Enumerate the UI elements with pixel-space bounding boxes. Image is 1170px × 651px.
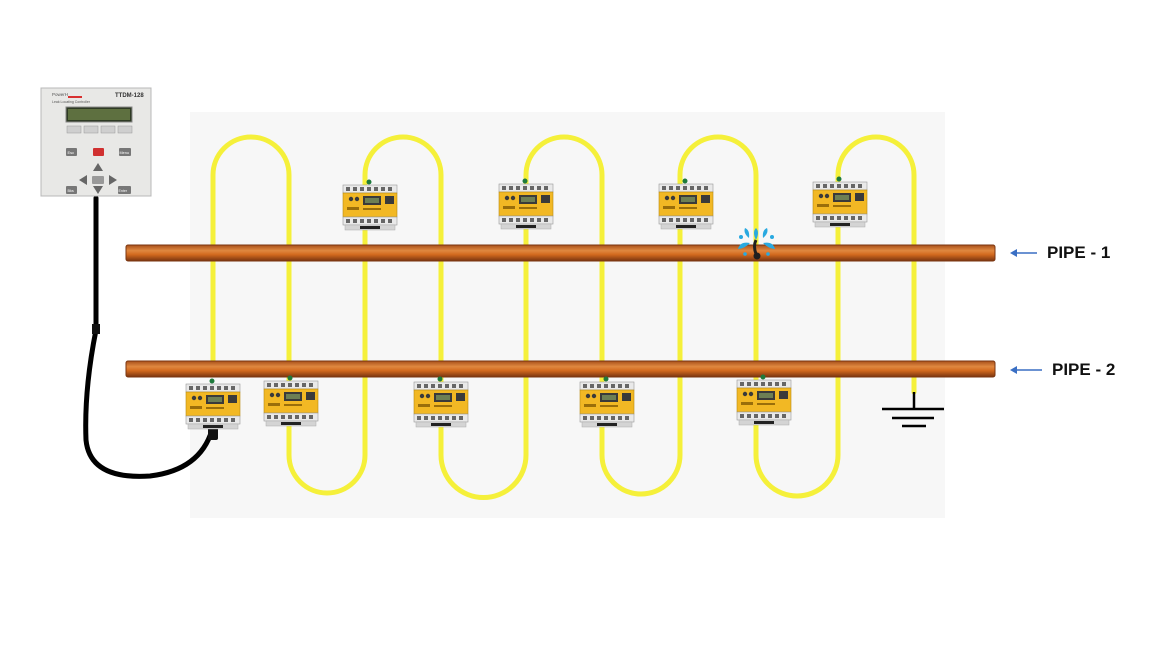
status-led xyxy=(760,374,766,380)
ground-icon xyxy=(882,392,944,428)
wire-plug xyxy=(208,426,218,440)
controller-brand: PowerH xyxy=(52,92,68,97)
esc-button[interactable] xyxy=(66,148,77,156)
pipe-1-label: PIPE - 1 xyxy=(1047,243,1111,262)
wire-connector xyxy=(92,324,100,334)
menu-button-label: Menu xyxy=(120,151,130,155)
sensor-module xyxy=(263,375,319,427)
controller-lead-wire xyxy=(83,195,215,479)
controller-subtitle: Leak Locating Controller xyxy=(52,100,91,104)
pipe-2 xyxy=(125,360,996,378)
arrow-left-icon xyxy=(1010,366,1042,374)
sensor-module xyxy=(342,179,398,231)
ttdm-controller: PowerH TTDM-128 Leak Locating Controller… xyxy=(40,87,152,197)
softkey-row xyxy=(66,125,133,134)
sensor-module xyxy=(579,376,635,428)
enter-button[interactable] xyxy=(118,186,131,194)
status-led xyxy=(522,178,528,184)
sensor-module xyxy=(658,178,714,230)
sensor-module xyxy=(413,376,469,428)
direction-pad[interactable] xyxy=(79,163,117,194)
pipe-1 xyxy=(125,244,996,262)
sensor-module xyxy=(736,374,792,426)
diagram-panel xyxy=(190,112,945,518)
arrow-left-icon xyxy=(1010,249,1037,257)
up-arrow-icon[interactable] xyxy=(93,163,103,171)
status-led xyxy=(209,378,215,384)
pipe-2-label: PIPE - 2 xyxy=(1052,360,1116,379)
enter-button-label: Enter xyxy=(119,189,128,193)
sensor-module xyxy=(185,378,241,430)
status-led xyxy=(682,178,688,184)
menu-button[interactable] xyxy=(119,148,131,156)
right-arrow-icon[interactable] xyxy=(109,175,117,185)
status-led xyxy=(437,376,443,382)
left-arrow-icon[interactable] xyxy=(79,175,87,185)
down-arrow-icon[interactable] xyxy=(93,186,103,194)
bks-button[interactable] xyxy=(66,186,77,194)
center-button[interactable] xyxy=(92,176,104,184)
sensing-cable xyxy=(210,134,917,500)
sensor-module xyxy=(812,176,868,228)
status-led xyxy=(287,375,293,381)
sensor-module xyxy=(498,178,554,230)
alarm-button[interactable] xyxy=(93,148,104,156)
status-led xyxy=(366,179,372,185)
bks-button-label: Bks xyxy=(68,189,74,193)
water-leak-icon xyxy=(738,228,775,260)
controller-model: TTDM-128 xyxy=(115,93,144,99)
sensor-modules xyxy=(185,176,868,430)
status-led xyxy=(836,176,842,182)
status-led xyxy=(603,376,609,382)
esc-button-label: Esc xyxy=(68,150,75,155)
